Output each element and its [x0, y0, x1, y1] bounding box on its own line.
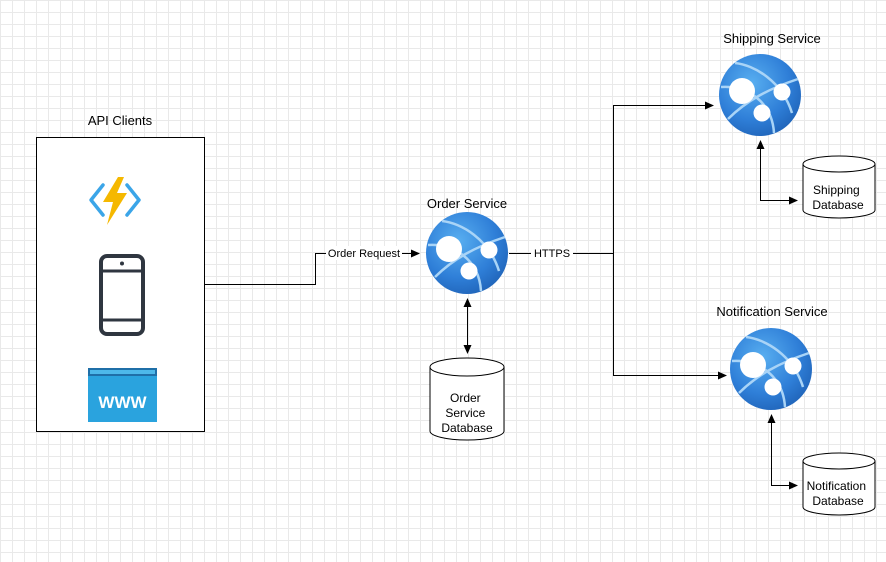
order-service-title: Order Service — [427, 196, 507, 211]
https-label: HTTPS — [534, 248, 570, 260]
notification-service-title: Notification Service — [716, 304, 827, 319]
web-browser-icon: WWW — [88, 368, 157, 422]
to-shipping-edge — [613, 101, 714, 254]
order-db-label-line3: Database — [441, 421, 493, 435]
shipping-service-title: Shipping Service — [723, 31, 821, 46]
order-db-label-line2: Service — [445, 406, 485, 420]
shipping-service-icon — [717, 52, 803, 138]
shipping-db-label-line2: Database — [812, 198, 864, 212]
notification-database: Notification Database — [802, 452, 876, 516]
https-label-bg — [531, 246, 573, 260]
to-notification-edge — [613, 253, 727, 380]
order-db-label-line1: Order — [450, 391, 481, 405]
order-request-label-bg — [326, 246, 402, 260]
svg-text:Notification Database: Notification Database — [807, 479, 870, 508]
order-service-database: Order Service Database — [429, 357, 505, 441]
shipping-db-label-line1: Shipping — [813, 183, 860, 197]
svg-text:Order Service Data: Order Service Database — [441, 391, 493, 435]
order-service-icon — [424, 210, 510, 296]
notification-service-icon — [728, 326, 814, 412]
notification-db-label-line1: Notification — [807, 479, 866, 493]
shipping-db-connection — [756, 140, 798, 205]
mobile-phone-icon — [99, 254, 145, 336]
svg-text:Shipping Database: Shipping Database — [812, 183, 864, 212]
order-request-label: Order Request — [328, 248, 400, 260]
shipping-database: Shipping Database — [802, 155, 876, 219]
notification-db-label-line2: Database — [812, 494, 864, 508]
api-clients-title: API Clients — [88, 113, 153, 128]
www-text: WWW — [98, 393, 147, 412]
notification-db-connection — [767, 414, 798, 490]
azure-function-icon — [89, 177, 141, 225]
